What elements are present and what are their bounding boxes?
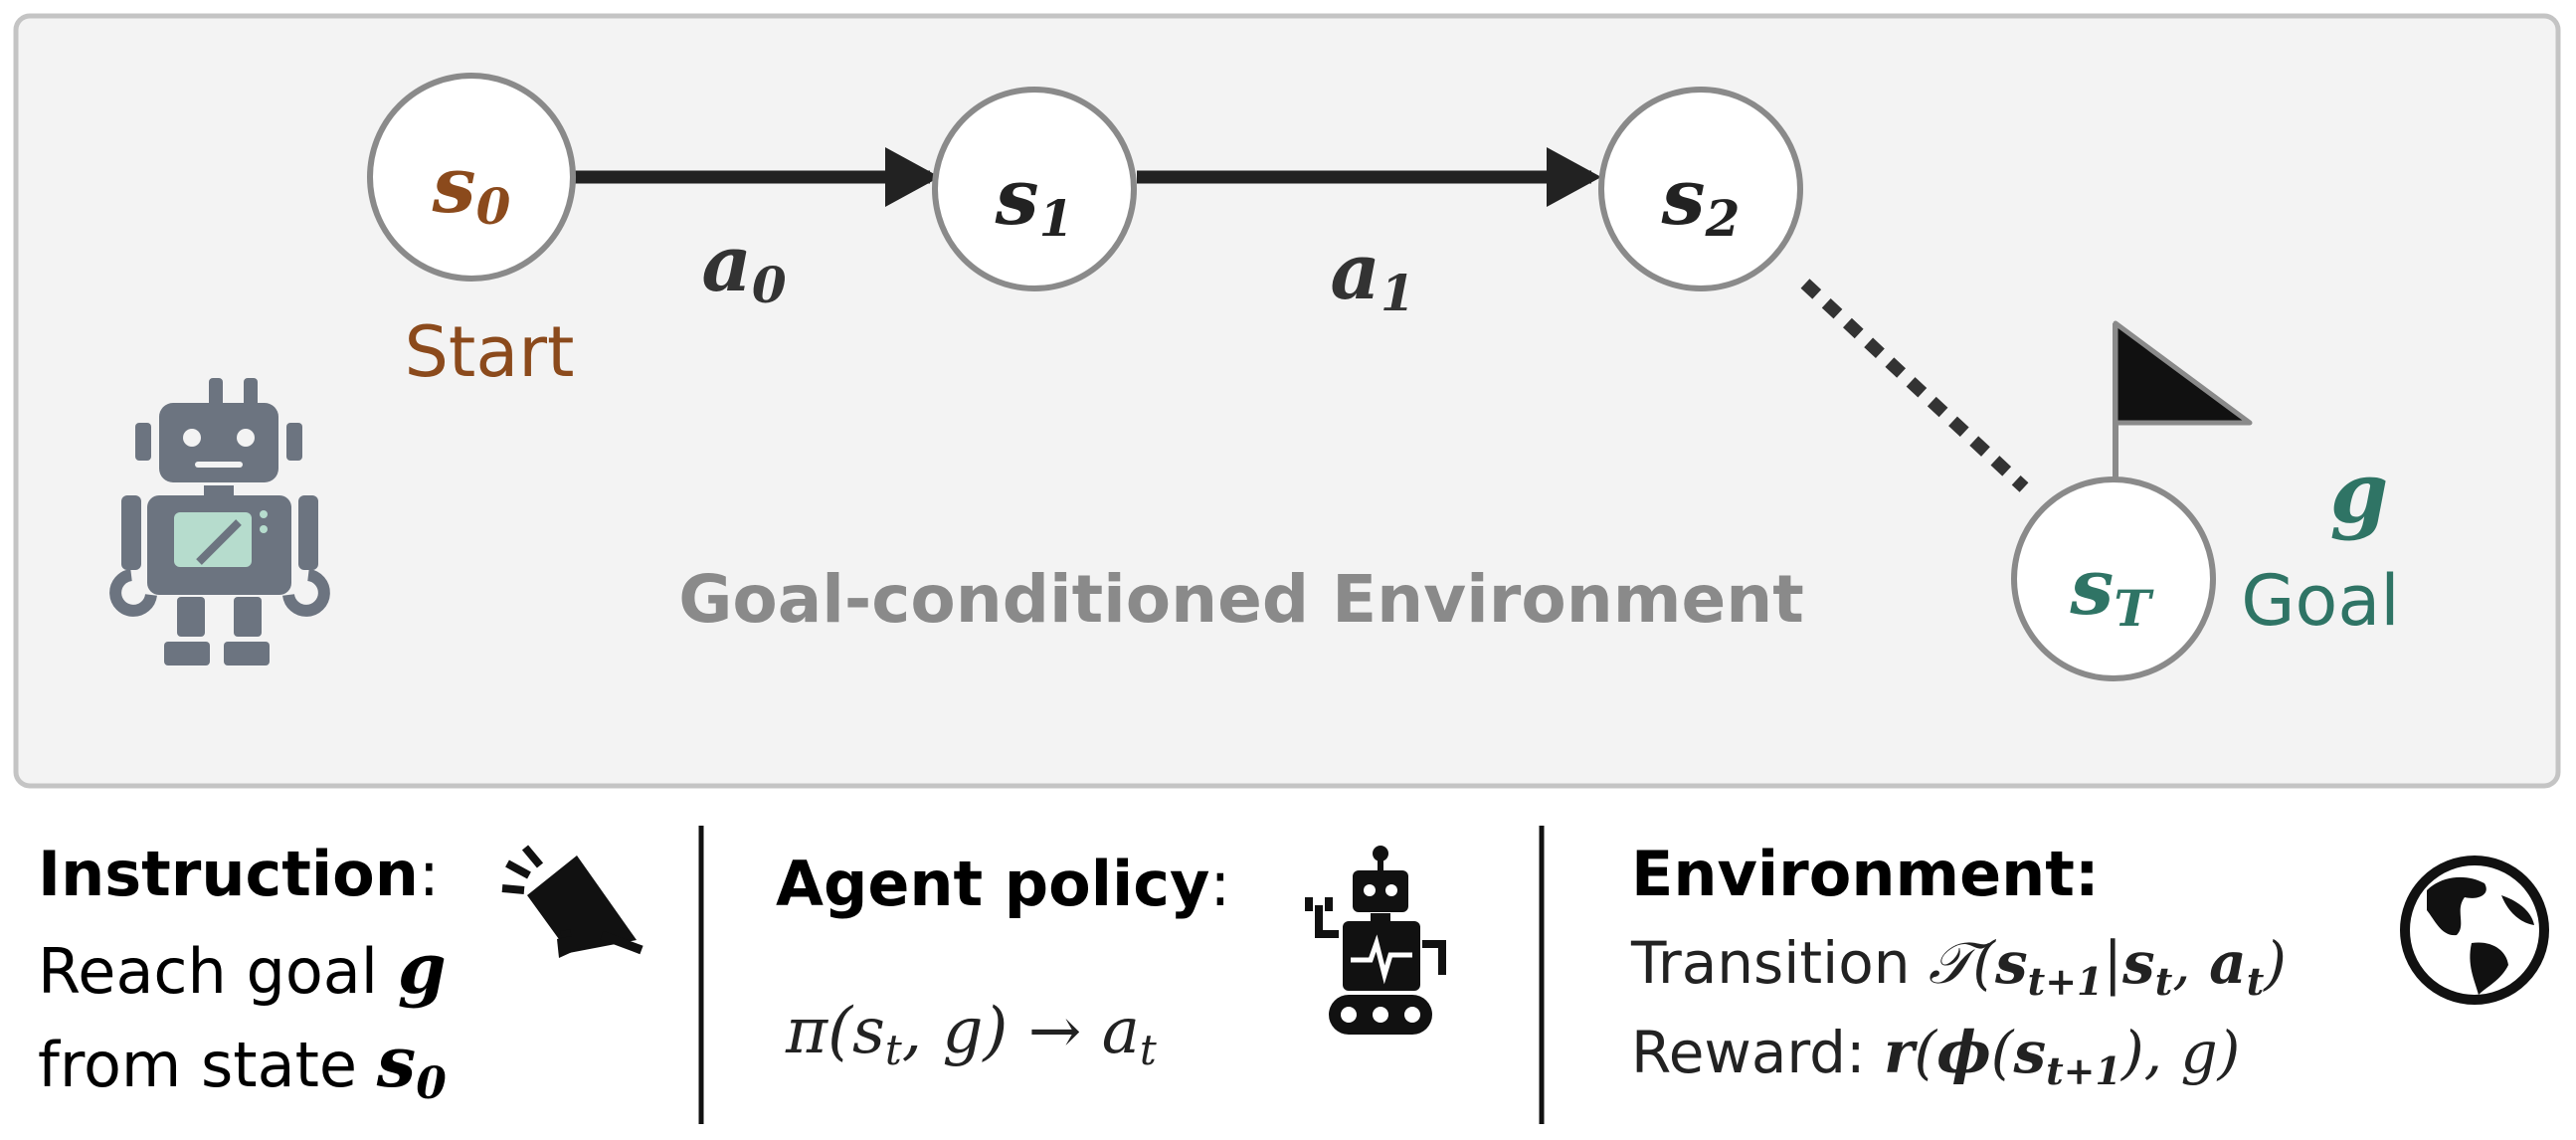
robot-agent-icon bbox=[109, 378, 330, 665]
instruction-title: Instruction: bbox=[38, 838, 440, 910]
arrowhead-0 bbox=[885, 147, 940, 207]
instruction-line-2: from state s0 bbox=[38, 1021, 447, 1109]
state-label-s1: s1 bbox=[995, 152, 1074, 248]
state-circle-s0 bbox=[367, 73, 576, 282]
agent-title: Agent policy: bbox=[776, 848, 1230, 920]
goal-caption: Goal bbox=[2241, 560, 2399, 642]
dotted-path bbox=[1800, 279, 2029, 492]
arrowhead-1 bbox=[1547, 147, 1601, 207]
reward-line: Reward: r(ϕ(st+1), g) bbox=[1631, 1019, 2240, 1093]
instruction-line-1: Reach goal g bbox=[38, 927, 447, 1010]
action-label-a0: a0 bbox=[701, 219, 787, 314]
megaphone-icon bbox=[501, 845, 644, 958]
globe-icon bbox=[2400, 855, 2549, 1005]
state-circle-s1 bbox=[932, 87, 1137, 291]
transition-line: Transition 𝒯(st+1|st, at) bbox=[1630, 929, 2287, 1004]
environment-box bbox=[13, 13, 2561, 789]
goal-symbol: g bbox=[2330, 444, 2389, 542]
policy-formula: π(st, g) → at bbox=[785, 995, 1157, 1074]
environment-panel-title: Environment: bbox=[1631, 838, 2100, 910]
state-circle-s2 bbox=[1598, 87, 1803, 291]
environment-title: Goal-conditioned Environment bbox=[678, 561, 1804, 638]
flag-icon bbox=[2113, 320, 2253, 479]
action-label-a1: a1 bbox=[1330, 227, 1414, 322]
state-label-s2: s2 bbox=[1661, 152, 1741, 248]
start-caption: Start bbox=[404, 311, 574, 393]
state-label-s0: s0 bbox=[432, 140, 511, 236]
robot-icon bbox=[1305, 846, 1446, 1035]
state-label-sT: sT bbox=[2069, 542, 2154, 638]
